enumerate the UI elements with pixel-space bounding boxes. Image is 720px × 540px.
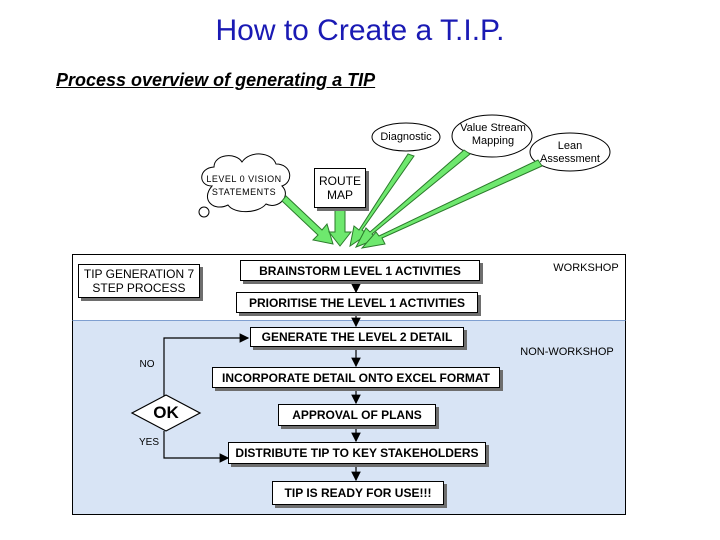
route-map-box: ROUTE MAP: [314, 168, 366, 208]
step-distribute: DISTRIBUTE TIP TO KEY STAKEHOLDERS: [228, 442, 486, 464]
diagnostic-label: Diagnostic: [380, 131, 432, 143]
arrow-from-diagnostic: [349, 153, 415, 248]
page-title: How to Create a T.I.P.: [215, 14, 505, 47]
level0-vision-label: LEVEL 0 VISION STATEMENTS: [206, 174, 282, 197]
arrow-from-route-map: [327, 209, 353, 247]
no-loop-line: [163, 333, 250, 398]
no-label: NO: [139, 359, 155, 370]
lean-assessment-label: Lean Assessment: [540, 140, 600, 165]
tip-generation-box: TIP GENERATION 7 STEP PROCESS: [78, 264, 200, 298]
arrow-from-value-stream: [354, 149, 471, 248]
arrow-from-cloud: [281, 195, 334, 245]
ok-label: OK: [153, 403, 179, 422]
yes-line: [163, 431, 230, 463]
cloud-shape: [198, 153, 291, 218]
step-generate-level2: GENERATE THE LEVEL 2 DETAIL: [250, 327, 464, 347]
value-stream-bubble: [451, 114, 533, 158]
diagnostic-bubble: [371, 122, 441, 152]
non-workshop-label: NON-WORKSHOP: [520, 346, 614, 358]
arrow-from-lean: [360, 159, 543, 249]
lean-assessment-bubble: [529, 132, 611, 172]
value-stream-mapping-label: Value Stream Mapping: [460, 122, 526, 147]
step-tip-ready: TIP IS READY FOR USE!!!: [272, 481, 444, 505]
step-approval: APPROVAL OF PLANS: [278, 404, 436, 426]
input-arrows: [281, 149, 543, 249]
page-subtitle: Process overview of generating a TIP: [56, 70, 376, 90]
workshop-label: WORKSHOP: [553, 262, 619, 274]
step-prioritise: PRIORITISE THE LEVEL 1 ACTIVITIES: [236, 292, 478, 313]
step-brainstorm: BRAINSTORM LEVEL 1 ACTIVITIES: [240, 260, 480, 281]
ok-decision-shape: [130, 394, 202, 432]
yes-label: YES: [138, 437, 159, 448]
step-incorporate-excel: INCORPORATE DETAIL ONTO EXCEL FORMAT: [212, 367, 500, 388]
